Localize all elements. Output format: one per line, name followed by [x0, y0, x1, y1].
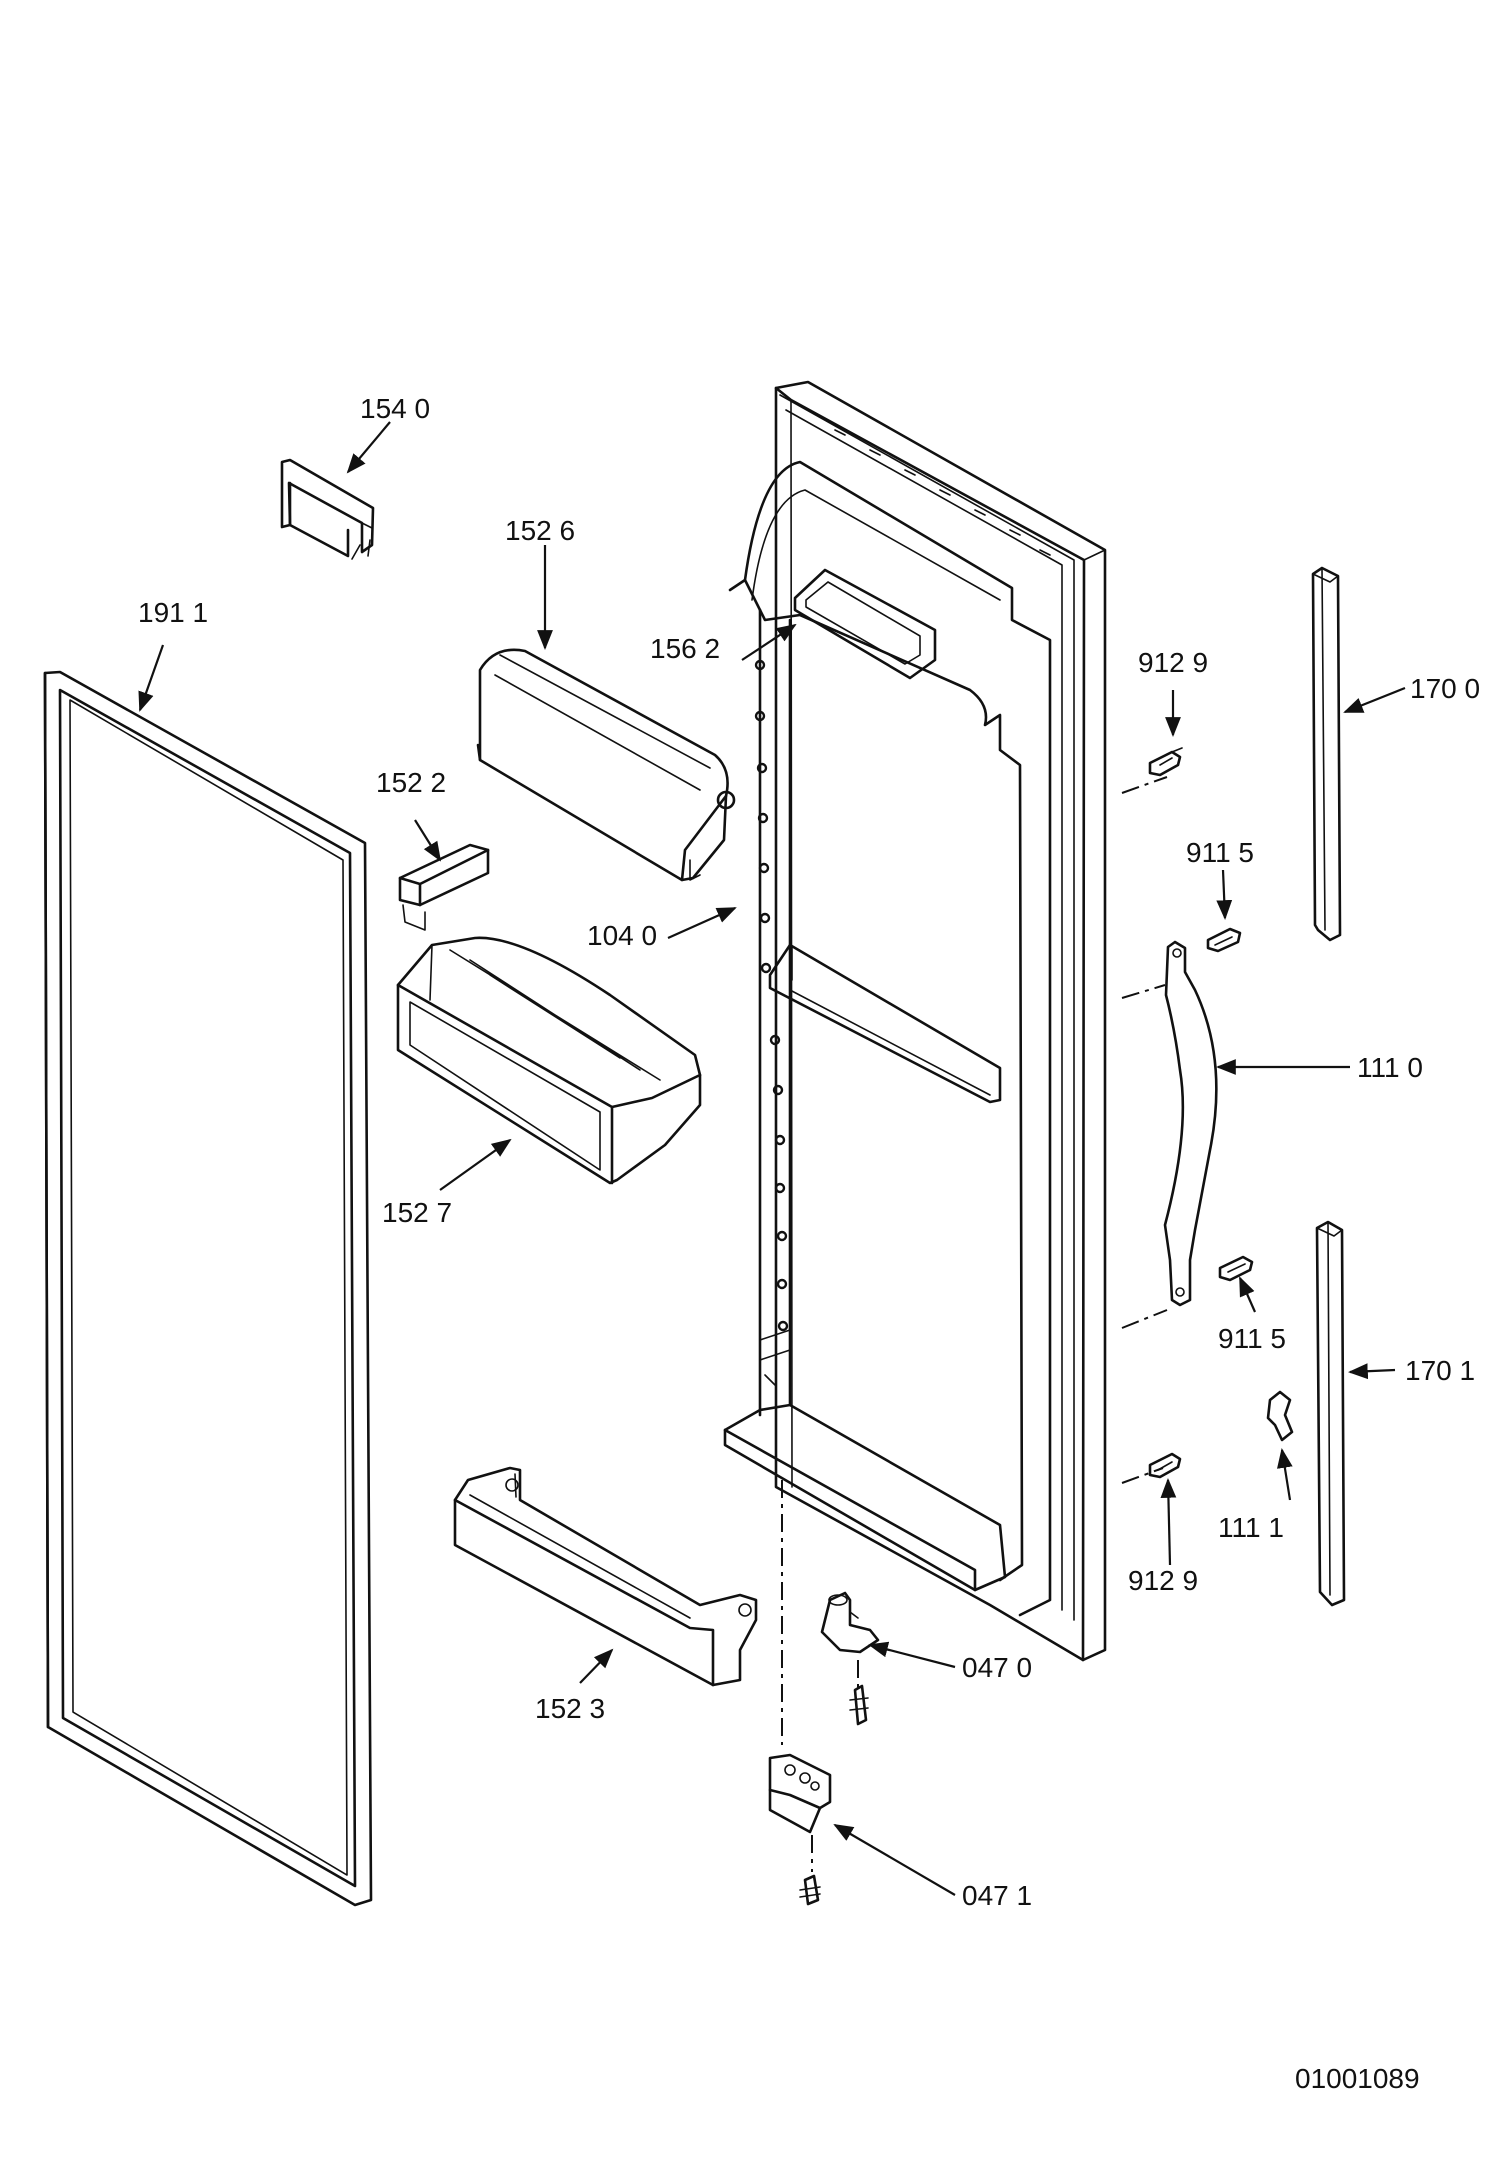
callout-152-2: 152 2	[376, 767, 446, 798]
callout-154-0: 154 0	[360, 393, 430, 424]
callout-111-1: 111 1	[1218, 1512, 1284, 1543]
leader-lines	[138, 421, 1406, 1896]
callout-170-0: 170 0	[1410, 673, 1480, 704]
screw-911-5-lower	[1218, 1255, 1254, 1282]
callout-191-1: 191 1	[138, 597, 208, 628]
hinge-pin-part	[820, 1591, 880, 1726]
door-handle-part	[1163, 940, 1218, 1307]
callout-911-5-upper: 911 5	[1186, 837, 1254, 868]
screw-911-5-upper	[1206, 927, 1242, 953]
callout-047-0: 047 0	[962, 1652, 1032, 1683]
trim-strip-lower-part	[1315, 1220, 1346, 1607]
callout-170-1: 170 1	[1405, 1355, 1475, 1386]
drawing-number: 01001089	[1295, 2063, 1420, 2094]
bottom-hinge-part	[768, 1480, 859, 1906]
dairy-door-part	[476, 648, 736, 882]
callout-156-2: 156 2	[650, 633, 720, 664]
screw-912-9-upper	[1148, 747, 1183, 777]
small-clip-part	[1266, 1390, 1294, 1442]
callout-111-0: 111 0	[1357, 1052, 1423, 1083]
bottom-shelf-part	[453, 1466, 758, 1687]
callout-152-7: 152 7	[382, 1197, 452, 1228]
callout-104-0: 104 0	[587, 920, 657, 951]
callout-912-9-lower: 912 9	[1128, 1565, 1198, 1596]
callout-152-3: 152 3	[535, 1693, 605, 1724]
callout-152-6: 152 6	[505, 515, 575, 546]
callout-912-9-upper: 912 9	[1138, 647, 1208, 678]
rail-holes	[754, 659, 789, 1332]
screw-912-9-lower	[1148, 1452, 1182, 1479]
trim-strip-upper-part	[1311, 566, 1342, 942]
callout-911-5-lower: 911 5	[1218, 1323, 1286, 1354]
bracket-part	[398, 843, 490, 931]
door-assembly-part	[723, 380, 1168, 1662]
door-bin-part	[396, 936, 702, 1185]
callout-047-1: 047 1	[962, 1880, 1032, 1911]
door-gasket-part	[43, 670, 373, 1907]
clip-part	[280, 458, 375, 560]
